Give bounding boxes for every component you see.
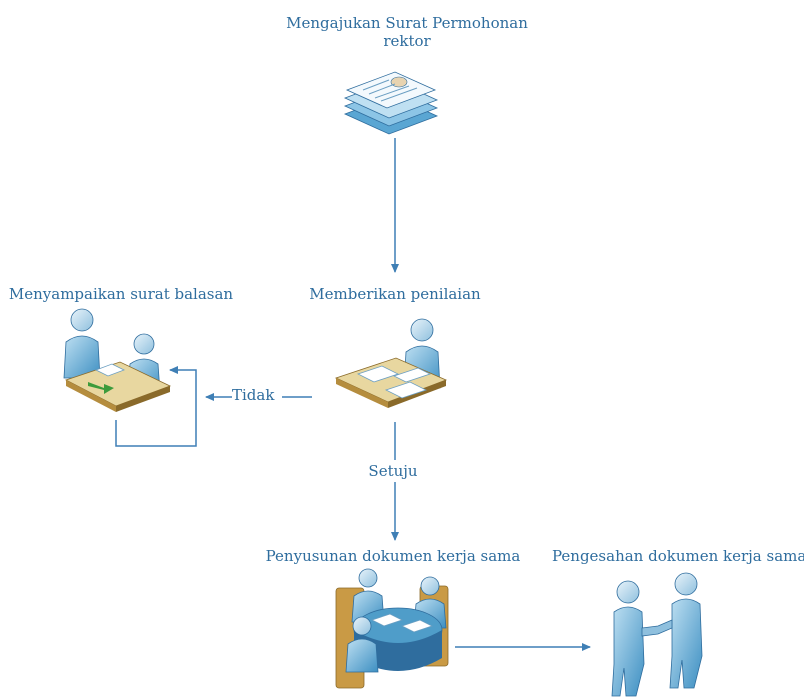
- edge-reply-loop: [115, 366, 197, 447]
- draft-node-title: Penyusunan dokumen kerja sama: [265, 547, 521, 565]
- reply-node-title: Menyampaikan surat balasan: [8, 285, 234, 303]
- document-stack-icon: [343, 71, 439, 135]
- reject-edge-label: Tidak: [232, 386, 282, 404]
- ratify-node-title: Pengesahan dokumen kerja sama: [552, 547, 804, 565]
- evaluate-node-title: Memberikan penilaian: [309, 285, 481, 303]
- person-at-desk-icon: [334, 318, 448, 408]
- two-people-at-desk-icon: [63, 308, 172, 412]
- connectors: [115, 138, 591, 651]
- handshake-icon: [611, 572, 703, 697]
- submit-node-title: Mengajukan Surat Permohonan rektor: [282, 14, 532, 50]
- submit-title-line1: Mengajukan Surat Permohonan: [286, 14, 528, 32]
- meeting-table-icon: [335, 568, 449, 689]
- submit-title-line2: rektor: [383, 32, 431, 50]
- approve-edge-label: Setuju: [363, 462, 423, 480]
